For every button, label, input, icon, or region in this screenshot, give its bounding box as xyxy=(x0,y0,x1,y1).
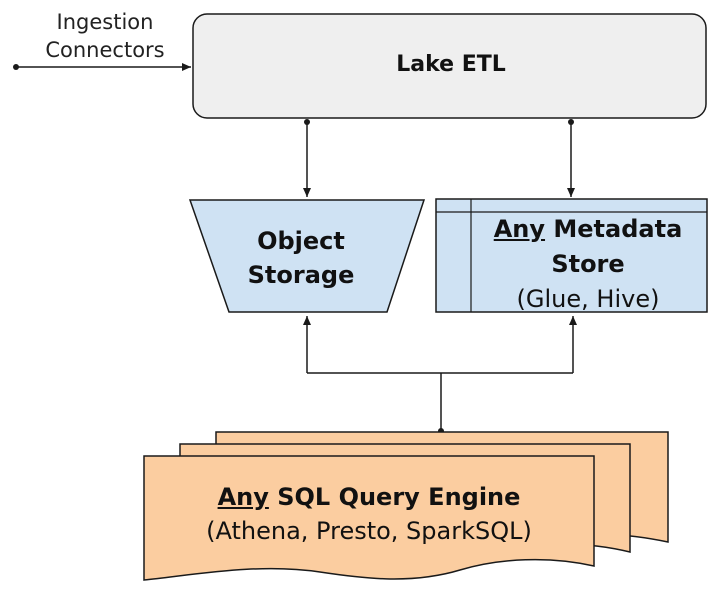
metadata-any-text: Any xyxy=(493,215,546,243)
metadata-store-line-2: Store xyxy=(551,250,625,278)
engine-to-storage-connector xyxy=(303,316,577,434)
sql-engine-shape xyxy=(143,431,669,581)
lake-etl-box xyxy=(192,13,707,119)
lake-etl-title: Lake ETL xyxy=(396,52,506,77)
ingestion-connectors-label: Ingestion Connectors xyxy=(20,8,190,64)
metadata-line1-rest: Metadata xyxy=(545,215,683,243)
object-storage-label: Object Storage xyxy=(226,224,376,292)
sql-engine-label: Any SQL Query Engine (Athena, Presto, Sp… xyxy=(146,480,592,548)
metadata-store-line-1: Any Metadata xyxy=(470,212,706,247)
object-storage-line-2: Storage xyxy=(247,261,355,289)
ingestion-line-2: Connectors xyxy=(45,38,165,62)
sql-engine-doc-front xyxy=(143,455,595,581)
object-storage-line-1: Object xyxy=(257,227,345,255)
metadata-store-line-3: (Glue, Hive) xyxy=(516,285,660,313)
object-storage-shape xyxy=(188,199,426,313)
metadata-store-shape xyxy=(435,198,708,313)
sql-engine-title: Any SQL Query Engine xyxy=(146,480,592,514)
ingestion-line-1: Ingestion xyxy=(56,10,154,34)
sql-any-text: Any xyxy=(217,483,269,511)
sql-engine-subtitle: (Athena, Presto, SparkSQL) xyxy=(206,517,532,545)
metadata-store-label: Any Metadata Store (Glue, Hive) xyxy=(470,212,706,317)
sql-title-rest: SQL Query Engine xyxy=(268,483,521,511)
